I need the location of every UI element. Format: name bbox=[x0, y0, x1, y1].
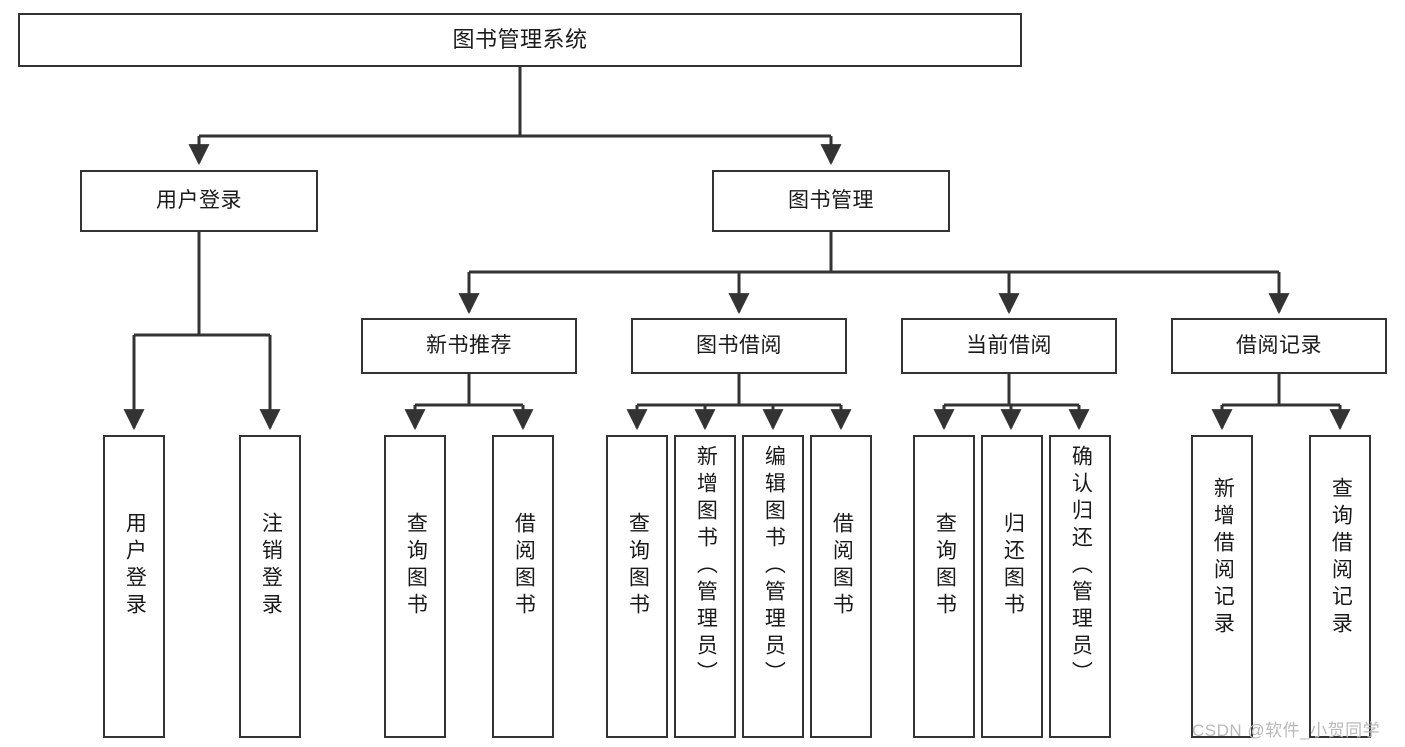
node-new-book-recommend-label: 新书推荐 bbox=[426, 333, 512, 357]
node-current-borrow-label: 当前借阅 bbox=[966, 333, 1052, 357]
leaf-user-login[interactable]: 用户登录 bbox=[103, 435, 165, 738]
node-new-book-recommend[interactable]: 新书推荐 bbox=[361, 318, 577, 374]
leaf-cb-return-book[interactable]: 归还图书 bbox=[981, 435, 1043, 738]
leaf-cb-query-book[interactable]: 查询图书 bbox=[913, 435, 975, 738]
leaf-cb-return-book-label: 归还图书 bbox=[1001, 512, 1025, 620]
node-book-management-label: 图书管理 bbox=[788, 188, 874, 212]
node-root-system-label: 图书管理系统 bbox=[452, 27, 588, 53]
leaf-logout-label: 注销登录 bbox=[259, 512, 283, 620]
leaf-bb-borrow-book-label: 借阅图书 bbox=[830, 512, 854, 620]
leaf-bb-add-book[interactable]: 新增图书（管理员） bbox=[674, 435, 736, 738]
leaf-logout[interactable]: 注销登录 bbox=[239, 435, 301, 738]
node-book-borrow-label: 图书借阅 bbox=[696, 333, 782, 357]
leaf-cb-confirm-return-label: 确认归还（管理员） bbox=[1069, 445, 1093, 688]
leaf-nb-query-book-label: 查询图书 bbox=[404, 512, 428, 620]
leaf-cb-query-book-label: 查询图书 bbox=[933, 512, 957, 620]
node-user-login[interactable]: 用户登录 bbox=[80, 170, 318, 232]
node-borrow-record[interactable]: 借阅记录 bbox=[1171, 318, 1387, 374]
leaf-br-add-record-label: 新增借阅记录 bbox=[1211, 477, 1235, 639]
leaf-br-query-record[interactable]: 查询借阅记录 bbox=[1309, 435, 1371, 738]
csdn-watermark: CSDN @软件_小贺同学 bbox=[1192, 721, 1381, 740]
node-root-system[interactable]: 图书管理系统 bbox=[18, 13, 1022, 67]
leaf-nb-borrow-book-label: 借阅图书 bbox=[512, 512, 536, 620]
node-borrow-record-label: 借阅记录 bbox=[1236, 333, 1322, 357]
leaf-nb-query-book[interactable]: 查询图书 bbox=[384, 435, 446, 738]
leaf-bb-add-book-label: 新增图书（管理员） bbox=[694, 445, 718, 688]
node-user-login-label: 用户登录 bbox=[156, 188, 242, 212]
leaf-user-login-label: 用户登录 bbox=[123, 512, 147, 620]
leaf-br-query-record-label: 查询借阅记录 bbox=[1329, 477, 1353, 639]
leaf-bb-borrow-book[interactable]: 借阅图书 bbox=[810, 435, 872, 738]
leaf-nb-borrow-book[interactable]: 借阅图书 bbox=[492, 435, 554, 738]
node-book-borrow[interactable]: 图书借阅 bbox=[631, 318, 847, 374]
leaf-bb-edit-book-label: 编辑图书（管理员） bbox=[762, 445, 786, 688]
node-current-borrow[interactable]: 当前借阅 bbox=[901, 318, 1117, 374]
leaf-br-add-record[interactable]: 新增借阅记录 bbox=[1191, 435, 1253, 738]
leaf-cb-confirm-return[interactable]: 确认归还（管理员） bbox=[1049, 435, 1111, 738]
leaf-bb-query-book-label: 查询图书 bbox=[626, 512, 650, 620]
leaf-bb-edit-book[interactable]: 编辑图书（管理员） bbox=[742, 435, 804, 738]
node-book-management[interactable]: 图书管理 bbox=[712, 170, 950, 232]
leaf-bb-query-book[interactable]: 查询图书 bbox=[606, 435, 668, 738]
